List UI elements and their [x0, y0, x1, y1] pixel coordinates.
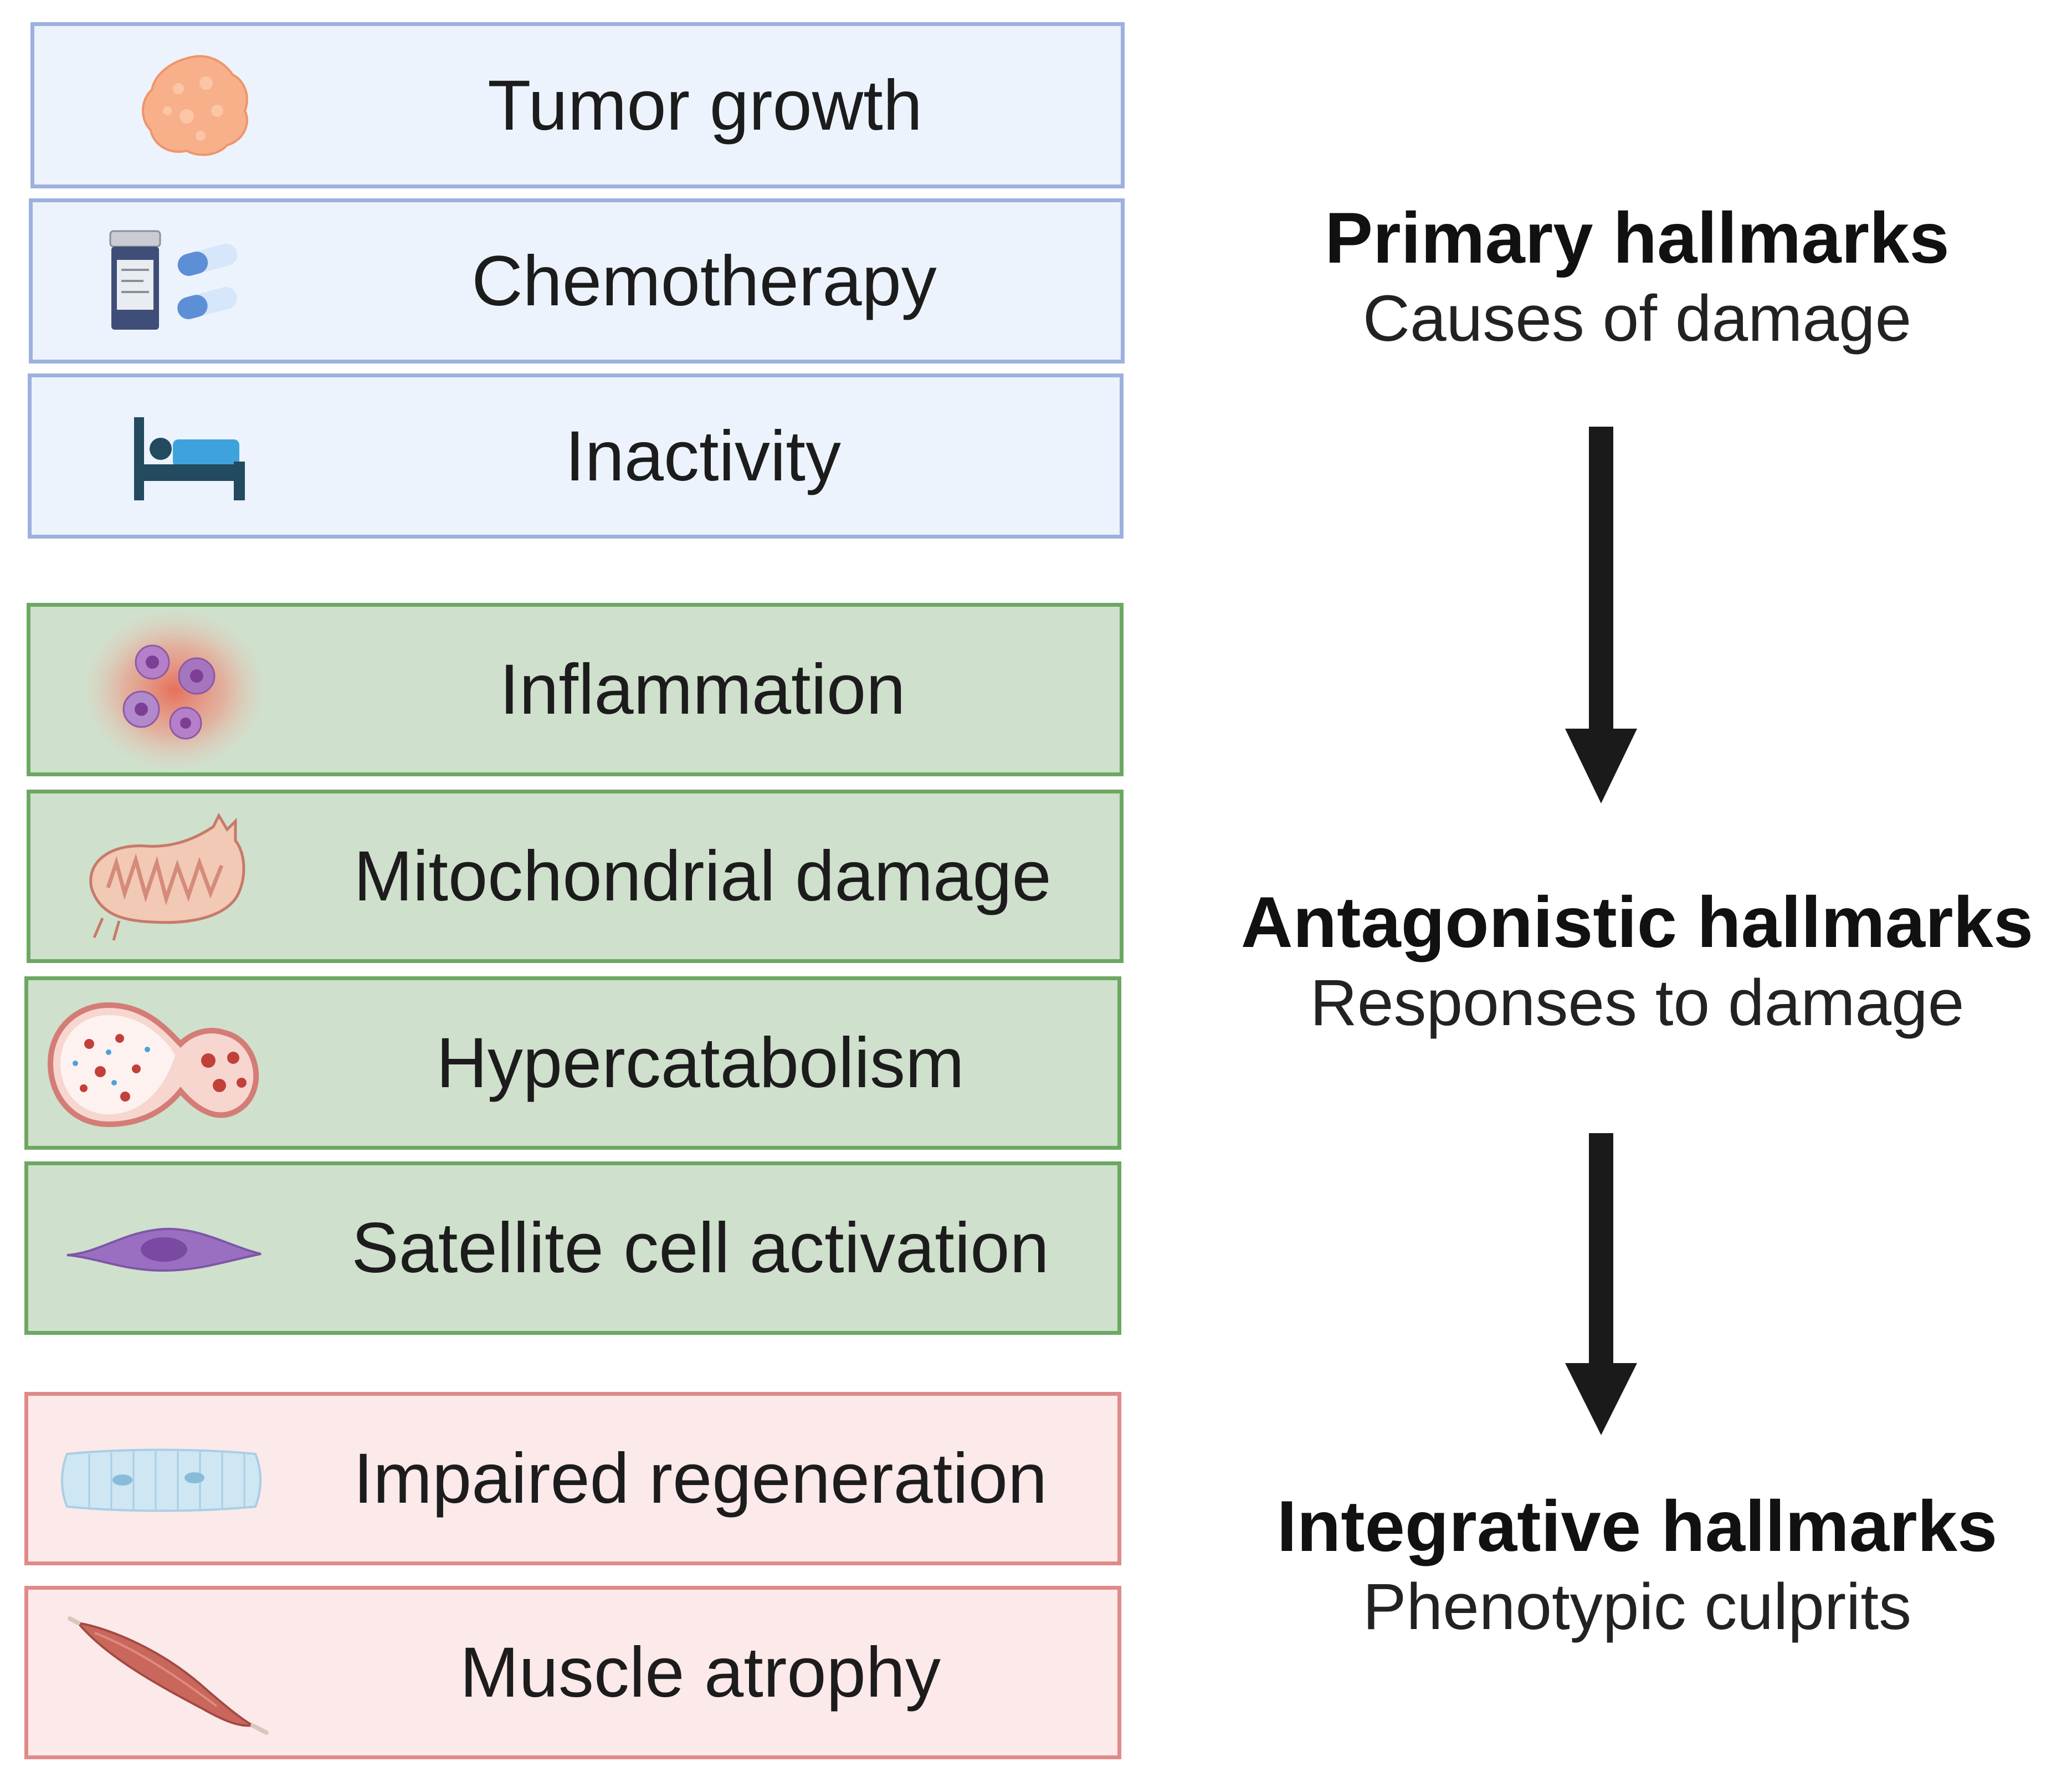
item-label: Impaired regeneration [353, 1439, 1048, 1518]
group-title: Integrative hallmarks [1276, 1486, 1998, 1566]
box-tumor-growth: Tumor growth [30, 22, 1125, 188]
down-arrow-icon [1565, 1133, 1637, 1435]
pill-bottle-icon [83, 202, 271, 360]
bed-icon [93, 377, 281, 535]
box-muscle-atrophy: Muscle atrophy [24, 1586, 1121, 1759]
muscle-fiber-icon [56, 1396, 266, 1561]
item-label: Inactivity [565, 416, 841, 496]
item-label: Hypercatabolism [436, 1023, 965, 1103]
inflammation-cells-icon [75, 607, 274, 772]
down-arrow-icon [1565, 427, 1637, 803]
primary-hallmarks-heading: Primary hallmarks Causes of damage [1222, 197, 2053, 358]
box-hypercatabolism: Hypercatabolism [24, 976, 1121, 1150]
tumor-icon [101, 26, 289, 185]
box-impaired-regeneration: Impaired regeneration [24, 1392, 1121, 1565]
box-inactivity: Inactivity [28, 373, 1124, 539]
integrative-hallmarks-heading: Integrative hallmarks Phenotypic culprit… [1222, 1485, 2053, 1646]
mitochondrion-icon [64, 793, 263, 959]
item-label: Chemotherapy [471, 241, 937, 321]
dividing-cell-icon [39, 980, 278, 1146]
group-title: Antagonistic hallmarks [1240, 882, 2034, 962]
box-satellite-cell-activation: Satellite cell activation [24, 1161, 1121, 1335]
box-chemotherapy: Chemotherapy [29, 198, 1125, 363]
item-label: Mitochondrial damage [353, 837, 1052, 916]
item-label: Satellite cell activation [351, 1208, 1049, 1288]
item-label: Inflammation [499, 650, 906, 729]
item-label: Tumor growth [488, 65, 922, 145]
antagonistic-hallmarks-heading: Antagonistic hallmarks Responses to dama… [1222, 881, 2053, 1042]
group-subtitle: Responses to damage [1310, 966, 1965, 1039]
group-subtitle: Causes of damage [1362, 281, 1912, 355]
box-inflammation: Inflammation [27, 603, 1124, 776]
box-mitochondrial-damage: Mitochondrial damage [27, 790, 1124, 963]
satellite-cell-icon [61, 1165, 266, 1331]
group-title: Primary hallmarks [1325, 197, 1950, 278]
muscle-icon [61, 1590, 272, 1755]
group-subtitle: Phenotypic culprits [1362, 1570, 1912, 1643]
item-label: Muscle atrophy [460, 1633, 941, 1712]
